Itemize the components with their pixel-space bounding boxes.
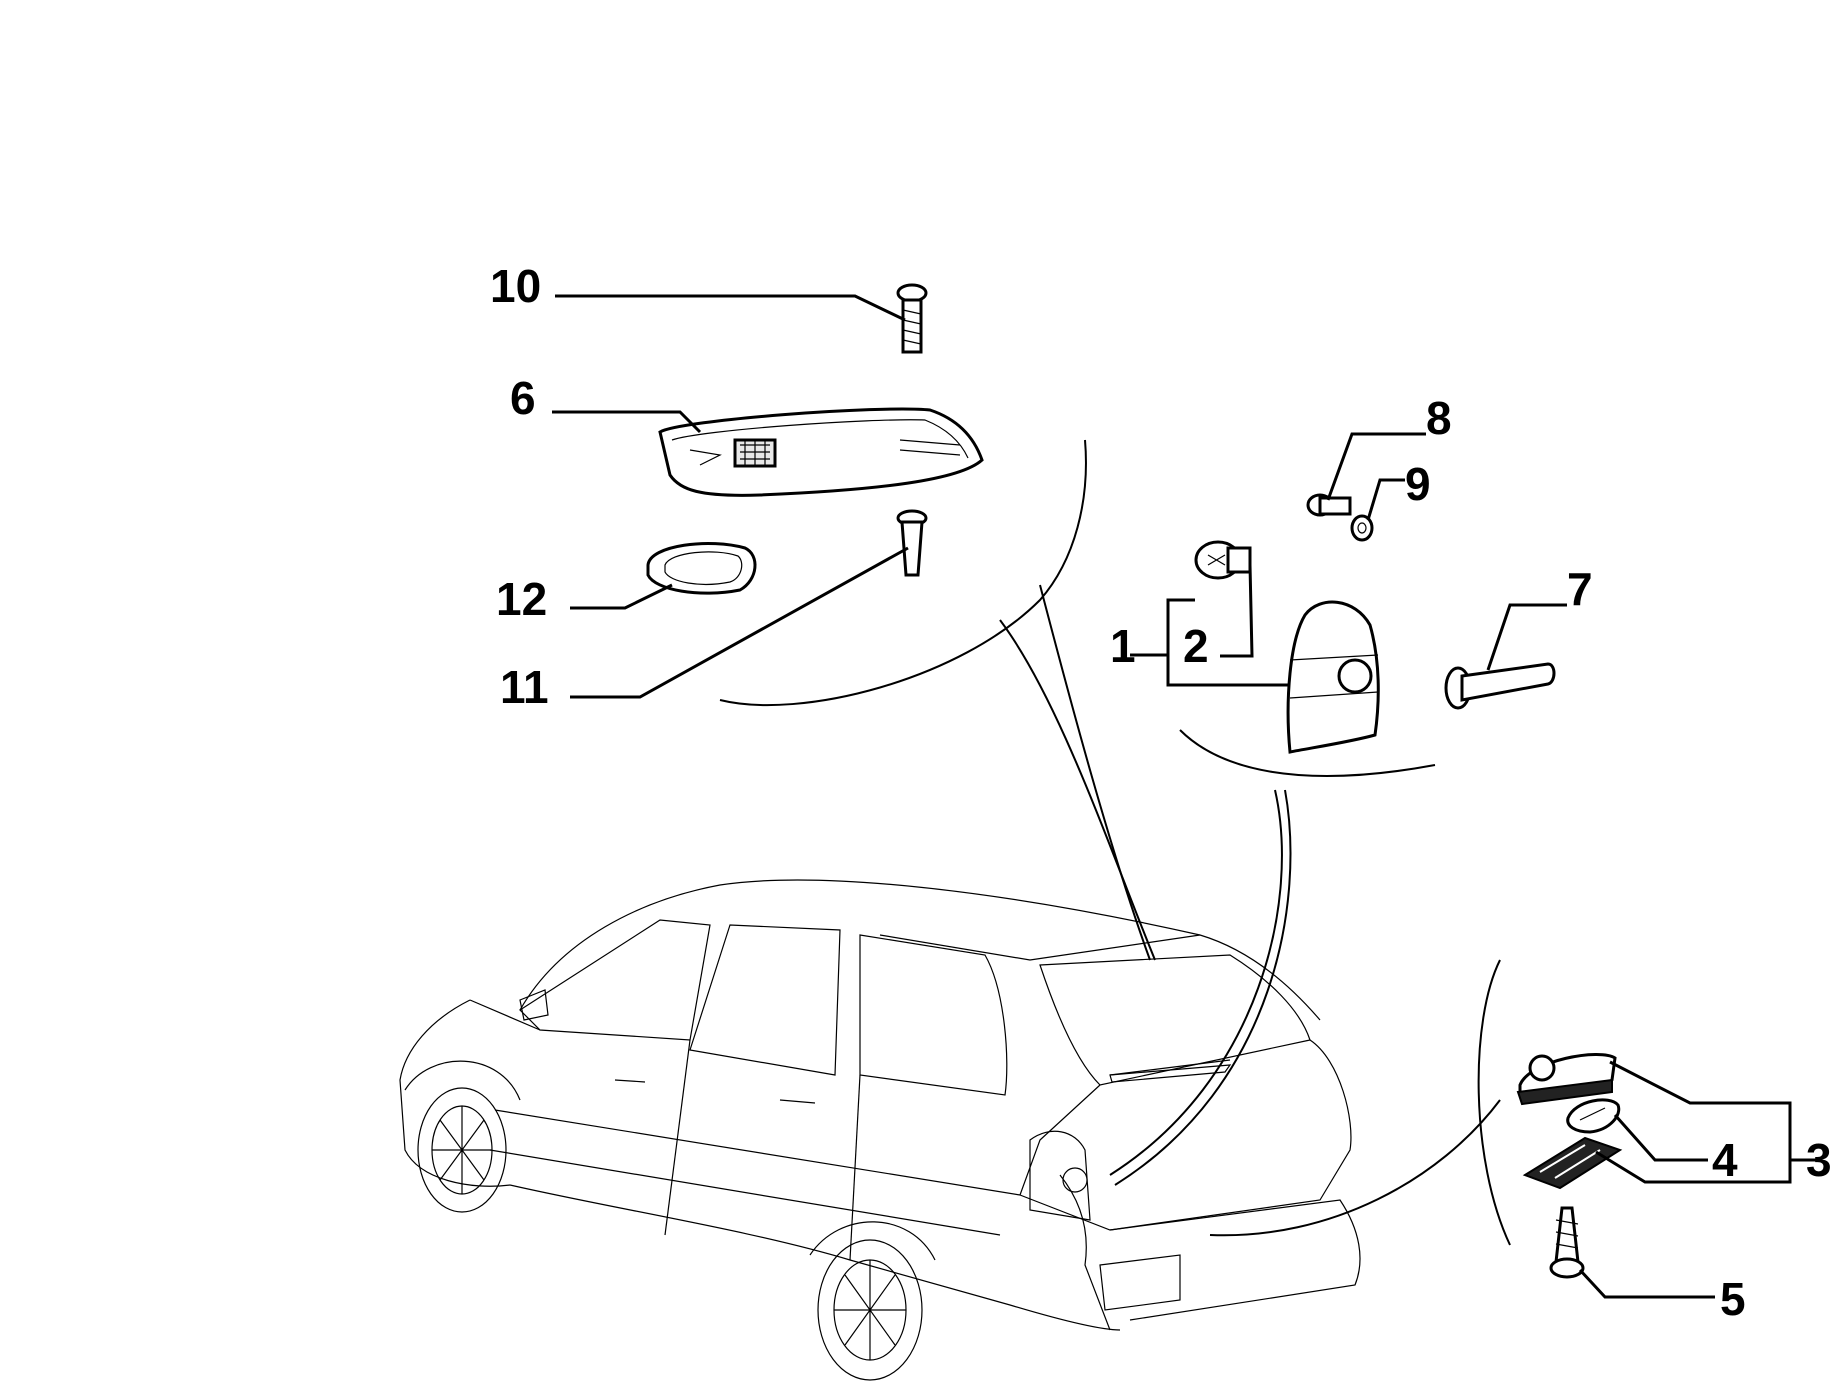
front-wheel bbox=[417, 1087, 507, 1213]
callout-4: 4 bbox=[1712, 1134, 1738, 1186]
callout-2: 2 bbox=[1183, 620, 1209, 672]
part-3-gasket bbox=[1522, 1136, 1623, 1190]
part-10-screw bbox=[896, 283, 928, 354]
part-8-screw bbox=[1306, 493, 1352, 517]
part-12-gasket bbox=[646, 542, 757, 595]
callout-leaders bbox=[552, 294, 1820, 1299]
callout-7: 7 bbox=[1567, 563, 1593, 615]
callout-10: 10 bbox=[490, 260, 541, 312]
part-4-lens bbox=[1566, 1098, 1621, 1134]
callout-11: 11 bbox=[500, 661, 549, 713]
group-leaders bbox=[719, 439, 1511, 1246]
part-6-brake-light-housing bbox=[658, 407, 984, 497]
callout-5: 5 bbox=[1720, 1273, 1746, 1325]
car-drawing bbox=[399, 879, 1361, 1381]
callout-3: 3 bbox=[1806, 1134, 1832, 1186]
part-3-plate-light-assembly bbox=[1516, 1053, 1617, 1106]
callout-9: 9 bbox=[1405, 458, 1431, 510]
callout-12: 12 bbox=[496, 573, 547, 625]
part-2-bulb bbox=[1194, 540, 1252, 580]
part-1-tail-light bbox=[1286, 600, 1380, 754]
part-7-pin bbox=[1444, 662, 1556, 710]
part-5-screw bbox=[1549, 1206, 1585, 1279]
callout-8: 8 bbox=[1426, 392, 1452, 444]
callout-6: 6 bbox=[510, 372, 536, 424]
part-11-clip bbox=[896, 509, 928, 577]
part-9-washer bbox=[1350, 514, 1374, 542]
rear-wheel bbox=[817, 1239, 923, 1381]
callout-1: 1 bbox=[1110, 620, 1136, 672]
